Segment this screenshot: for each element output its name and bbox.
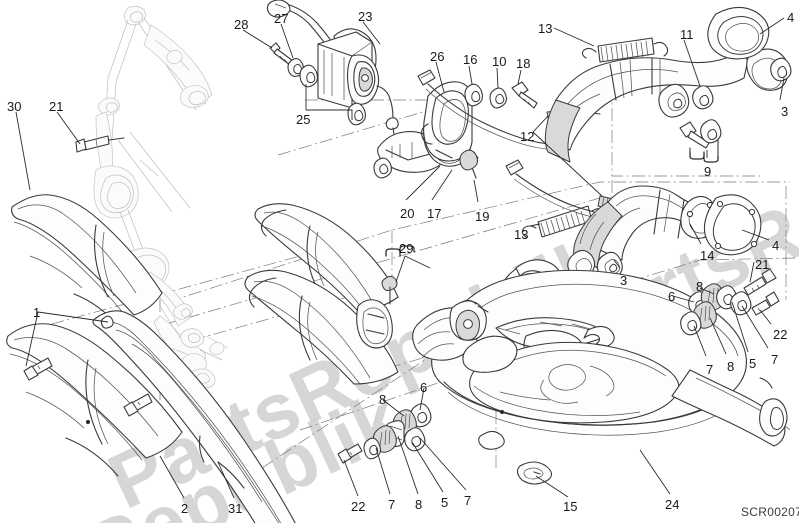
part-24-silencer-assembly [412, 259, 791, 450]
callout-number: 15 [563, 499, 578, 514]
fastener-cluster-upper-right [680, 268, 780, 336]
part-23-exhaust-valve-motor [266, 0, 399, 147]
callout-number: 16 [463, 52, 478, 67]
callout-number: 3 [620, 273, 628, 288]
callout-number: 27 [274, 11, 289, 26]
part-29-heat-shield-set [244, 203, 399, 385]
part-31-lower-heat-guard [92, 310, 296, 523]
part-27-washer [287, 57, 305, 78]
part-15-bracket [516, 461, 553, 485]
callout-number: 4 [772, 238, 780, 253]
part-10-washer [489, 87, 508, 109]
callout-number: 14 [700, 248, 715, 263]
callout-number: 12 [520, 129, 535, 144]
part-1-screw-upper [23, 357, 53, 381]
part-18-screw [511, 81, 538, 109]
callout-number: 25 [296, 112, 311, 127]
part-16-washer [464, 83, 484, 107]
callout-number: 21 [755, 257, 770, 272]
part-9-screw-washer-set [658, 83, 722, 163]
callout-number: 4 [787, 10, 795, 25]
callout-number: 13 [514, 227, 529, 242]
part-25-spacer-lower [347, 102, 367, 126]
callout-number: 13 [538, 21, 553, 36]
callout-number: 8 [379, 392, 387, 407]
leader-lines [15, 17, 785, 499]
callout-number: 6 [668, 289, 676, 304]
callout-number: 6 [420, 380, 428, 395]
callout-number: 2 [181, 501, 189, 516]
part-1-screw-lower [123, 393, 153, 417]
drawing-code: SCR00207 [741, 505, 799, 519]
callout-number: 22 [351, 499, 366, 514]
callout-number: 26 [430, 49, 445, 64]
callout-number: 18 [516, 56, 531, 71]
callout-number: 8 [727, 359, 735, 374]
callout-number: 7 [706, 362, 714, 377]
callout-number: 5 [441, 495, 449, 510]
callout-number: 29 [399, 241, 414, 256]
callout-number: 7 [464, 493, 472, 508]
part-14-horizontal-manifold [567, 185, 762, 279]
callout-number: 7 [771, 352, 779, 367]
part-13-spring-upper [581, 37, 669, 63]
part-26-valve-cover [421, 81, 478, 171]
part-28-screw [269, 42, 294, 66]
callout-number: 9 [704, 164, 712, 179]
callout-number: 24 [665, 497, 680, 512]
callout-number: 3 [781, 104, 789, 119]
callout-number: 23 [358, 9, 373, 24]
callout-number: 28 [234, 17, 249, 32]
callout-number: 19 [475, 209, 490, 224]
callout-number: 5 [749, 356, 757, 371]
callout-number: 21 [49, 99, 64, 114]
callout-number: 30 [7, 99, 22, 114]
callout-number: 8 [696, 279, 704, 294]
callout-number: 22 [773, 327, 788, 342]
callout-number: 11 [680, 27, 694, 42]
callout-number: 20 [400, 206, 415, 221]
callout-number: 7 [388, 497, 396, 512]
callout-number: 1 [33, 305, 41, 320]
part-25-spacer-upper [299, 64, 319, 88]
part-11-vertical-head-pipe [544, 6, 792, 163]
callout-number: 17 [427, 206, 442, 221]
callout-number: 10 [492, 54, 507, 69]
callout-number: 8 [415, 497, 423, 512]
callout-number: 31 [228, 501, 243, 516]
